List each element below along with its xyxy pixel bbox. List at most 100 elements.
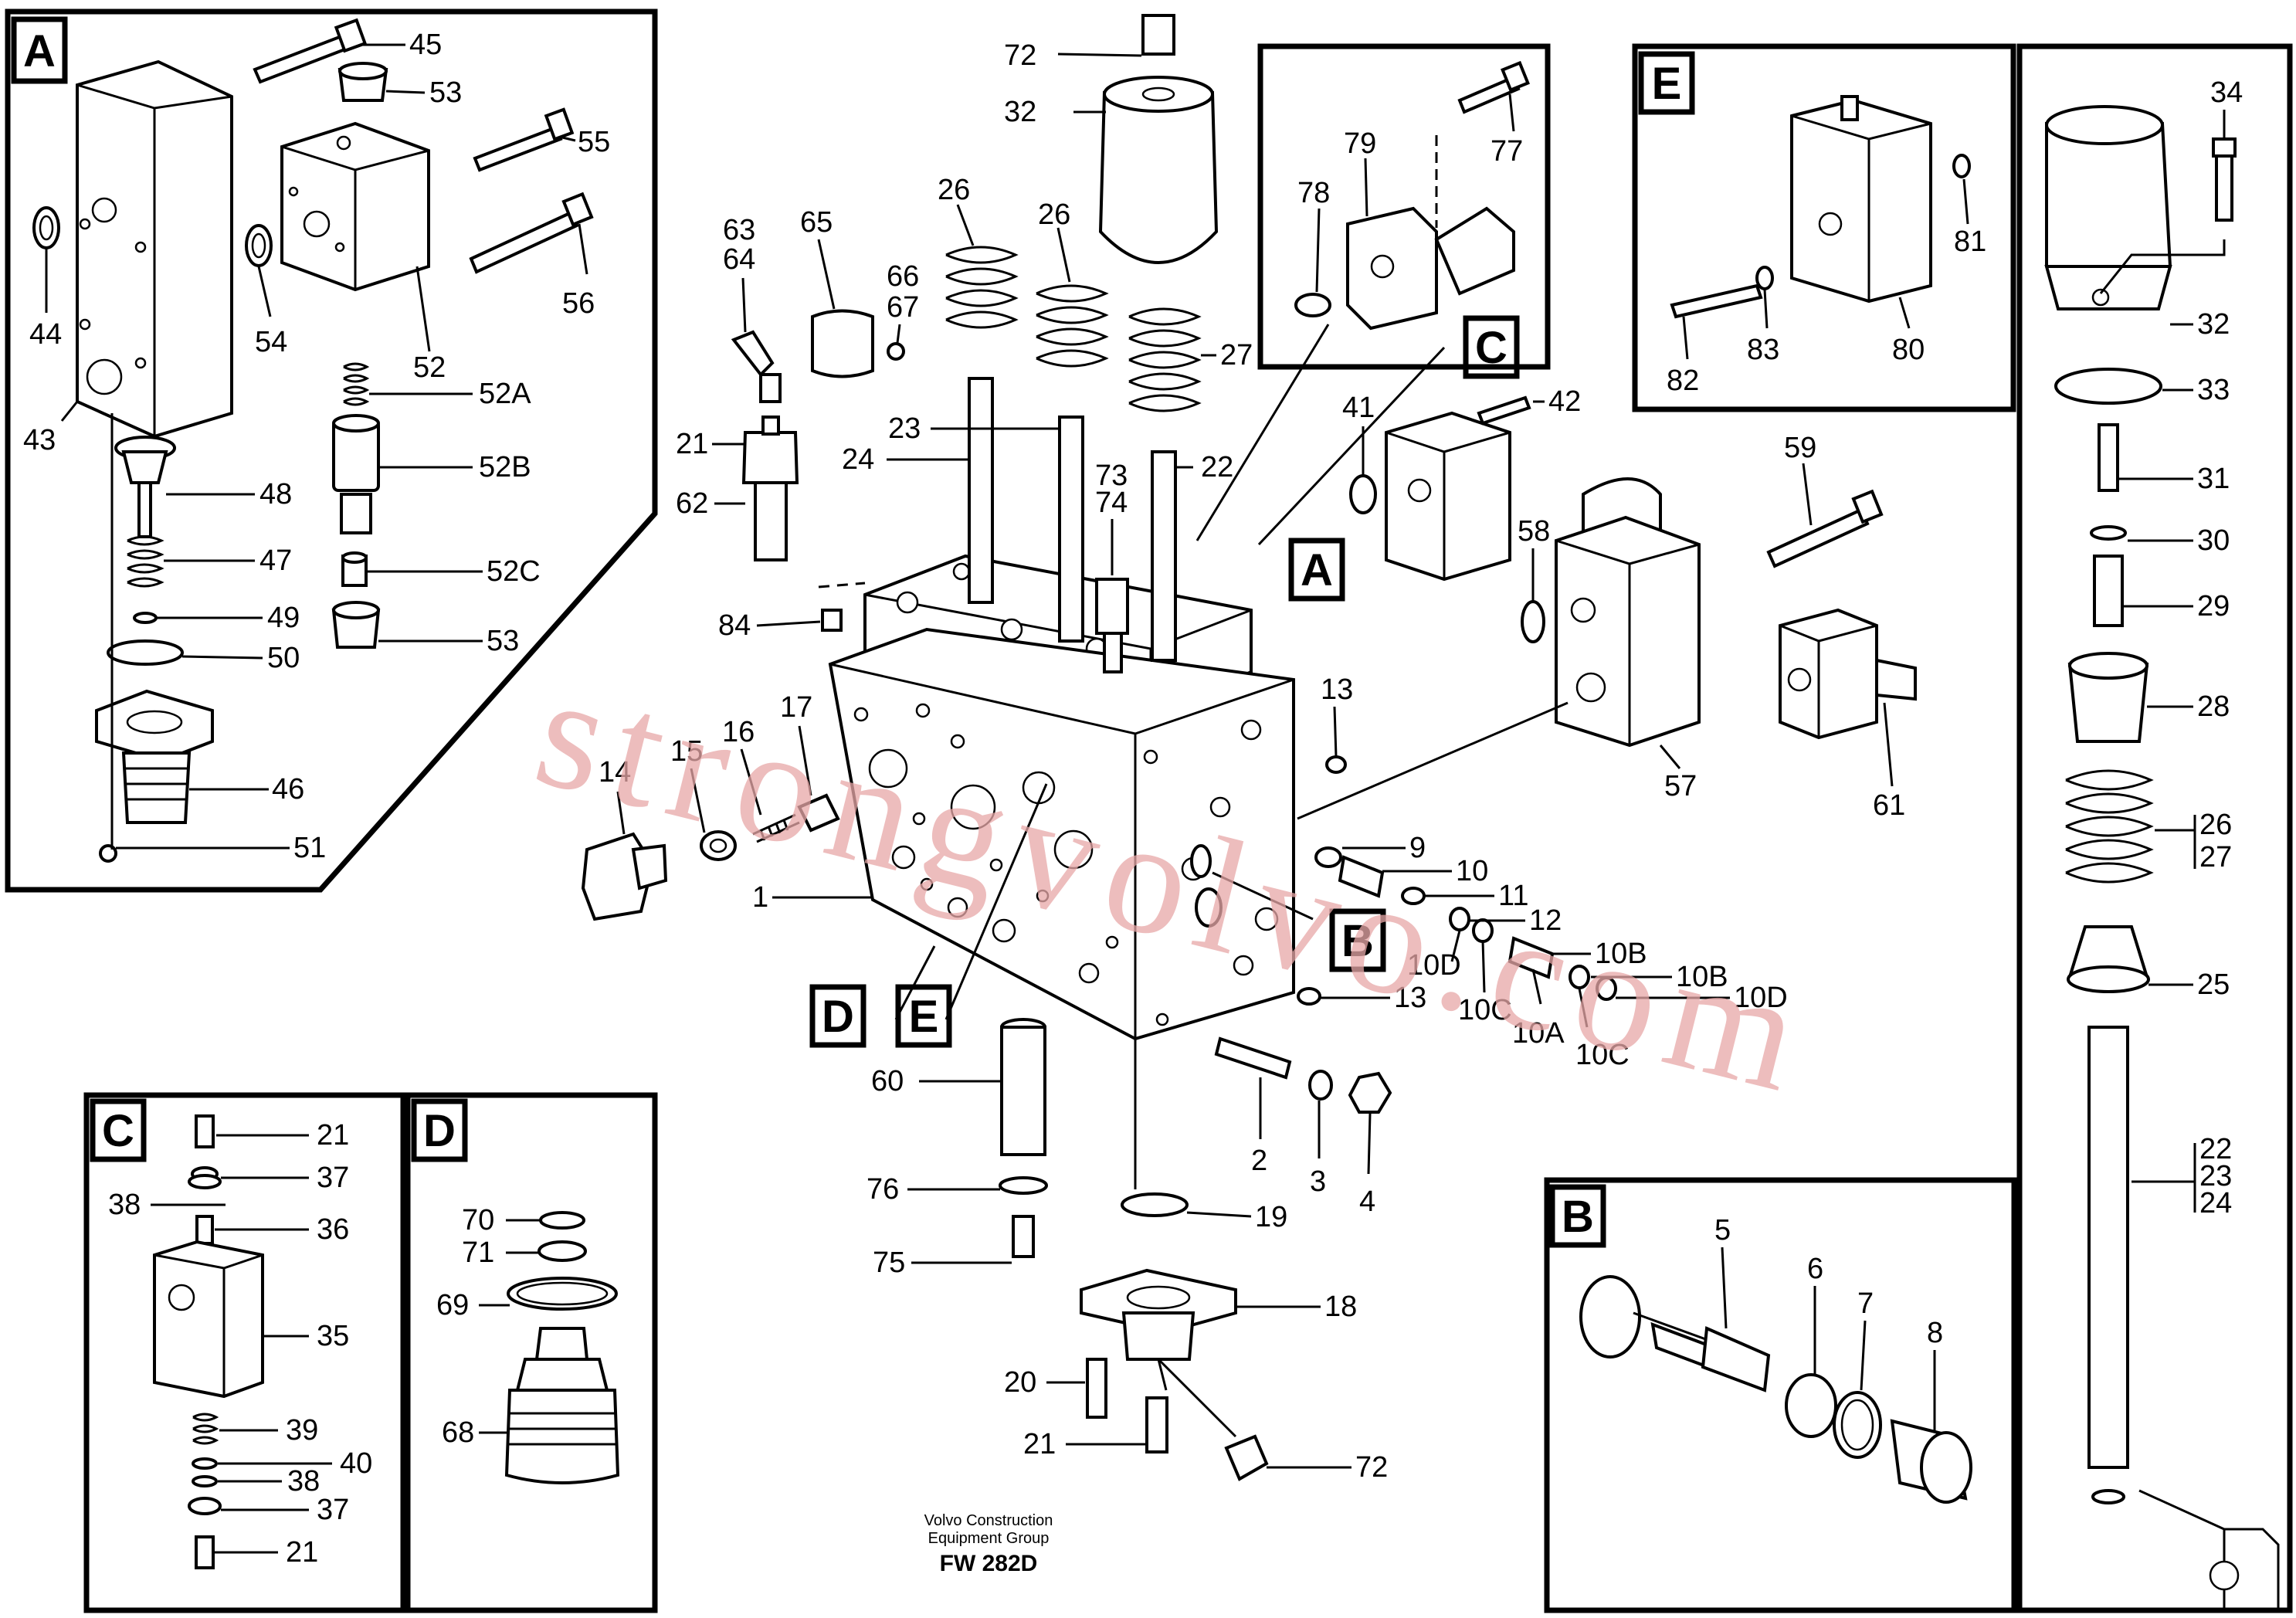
c-label-38-bottom: 38 (287, 1465, 320, 1498)
label-10b-lower: 10B (1676, 961, 1728, 993)
label-55: 55 (578, 126, 610, 158)
label-24-right: 24 (2199, 1187, 2232, 1219)
label-51: 51 (293, 832, 326, 864)
label-25: 25 (2197, 968, 2230, 1001)
label-80: 80 (1892, 334, 1925, 366)
label-20: 20 (1004, 1366, 1036, 1399)
label-75: 75 (873, 1247, 905, 1279)
label-23: 23 (888, 412, 921, 445)
label-62: 62 (676, 487, 708, 520)
label-46: 46 (272, 773, 304, 806)
label-79: 79 (1344, 127, 1376, 160)
callout-d: D (822, 992, 854, 1042)
b-label-6: 6 (1807, 1253, 1823, 1285)
label-30: 30 (2197, 524, 2230, 557)
label-10d-left: 10D (1407, 949, 1461, 982)
inset-b-letter: B (1562, 1192, 1594, 1242)
label-63: 63 (723, 214, 755, 246)
label-65: 65 (800, 206, 833, 239)
label-77: 77 (1491, 135, 1523, 168)
label-56: 56 (562, 287, 595, 320)
label-27-right: 27 (2199, 841, 2232, 873)
label-76: 76 (867, 1173, 899, 1206)
label-22: 22 (1201, 451, 1233, 483)
label-23-right: 23 (2199, 1160, 2232, 1192)
callout-b: B (1341, 916, 1374, 966)
d-label-68: 68 (442, 1416, 474, 1449)
callouts: A B C D E (809, 315, 1520, 1048)
label-11: 11 (1498, 880, 1528, 912)
label-10a: 10A (1512, 1017, 1565, 1050)
label-42: 42 (1548, 385, 1581, 418)
label-82: 82 (1667, 365, 1699, 397)
c-label-36: 36 (317, 1213, 349, 1246)
label-50: 50 (267, 642, 300, 674)
label-32-main: 32 (1004, 96, 1036, 128)
label-10c-right: 10C (1575, 1039, 1630, 1071)
label-15: 15 (670, 735, 703, 768)
label-41: 41 (1342, 392, 1375, 424)
label-10c-left: 10C (1458, 994, 1512, 1026)
label-83: 83 (1747, 334, 1779, 366)
label-58: 58 (1518, 515, 1550, 548)
label-29: 29 (2197, 590, 2230, 622)
label-49: 49 (267, 602, 300, 634)
d-label-70: 70 (462, 1204, 494, 1236)
inset-c-letter: C (102, 1106, 134, 1156)
label-64: 64 (723, 243, 755, 276)
label-53-lower: 53 (487, 625, 519, 657)
label-18: 18 (1324, 1291, 1357, 1323)
label-1: 1 (752, 881, 768, 914)
label-2: 2 (1251, 1145, 1267, 1177)
label-13-top: 13 (1321, 673, 1353, 706)
label-16: 16 (722, 716, 755, 748)
inset-a: A (5, 8, 658, 893)
d-label-69: 69 (436, 1289, 469, 1321)
callout-a: A (1301, 545, 1333, 595)
inset-d: D 70 71 69 68 (405, 1092, 658, 1613)
label-47: 47 (259, 544, 292, 577)
label-26-right: 26 (2199, 809, 2232, 841)
label-24: 24 (842, 443, 874, 476)
label-72-lower: 72 (1355, 1451, 1388, 1484)
label-32-right: 32 (2197, 308, 2230, 341)
c-label-37-bottom: 37 (317, 1494, 349, 1526)
label-17: 17 (780, 691, 812, 724)
label-43: 43 (23, 424, 56, 456)
callout-e: E (909, 992, 939, 1042)
main-labels: 72 32 26 26 63 64 65 66 67 27 21 62 23 2… (599, 39, 2243, 1484)
label-60: 60 (871, 1065, 904, 1097)
label-28: 28 (2197, 690, 2230, 723)
label-34: 34 (2210, 76, 2243, 109)
label-21-main: 21 (676, 428, 708, 460)
label-66: 66 (887, 260, 919, 293)
label-27: 27 (1220, 339, 1253, 371)
c-label-40: 40 (340, 1447, 372, 1480)
caption-block: Volvo Construction Equipment Group FW 28… (924, 1512, 1053, 1576)
label-45: 45 (409, 29, 442, 61)
inset-d-letter: D (423, 1106, 456, 1156)
caption-line-2: Equipment Group (928, 1530, 1050, 1547)
label-74: 74 (1095, 487, 1128, 519)
inset-e-letter: E (1652, 59, 1682, 109)
c-label-39: 39 (286, 1414, 318, 1447)
label-44: 44 (29, 318, 62, 351)
b-label-5: 5 (1714, 1214, 1731, 1247)
label-52: 52 (413, 351, 446, 384)
label-10b-upper: 10B (1595, 938, 1647, 970)
label-22-right: 22 (2199, 1133, 2232, 1165)
label-14: 14 (599, 756, 631, 789)
c-label-21-top: 21 (317, 1119, 349, 1152)
inset-a-letter: A (23, 26, 56, 76)
label-84: 84 (718, 609, 751, 642)
d-label-71: 71 (462, 1236, 494, 1269)
label-73: 73 (1095, 460, 1128, 492)
label-52c: 52C (487, 555, 541, 588)
label-10d-right: 10D (1734, 982, 1788, 1014)
label-52a: 52A (479, 378, 531, 410)
label-31: 31 (2197, 463, 2230, 495)
label-61: 61 (1873, 789, 1905, 822)
label-13-bottom: 13 (1394, 982, 1426, 1014)
label-26-left: 26 (938, 174, 970, 206)
